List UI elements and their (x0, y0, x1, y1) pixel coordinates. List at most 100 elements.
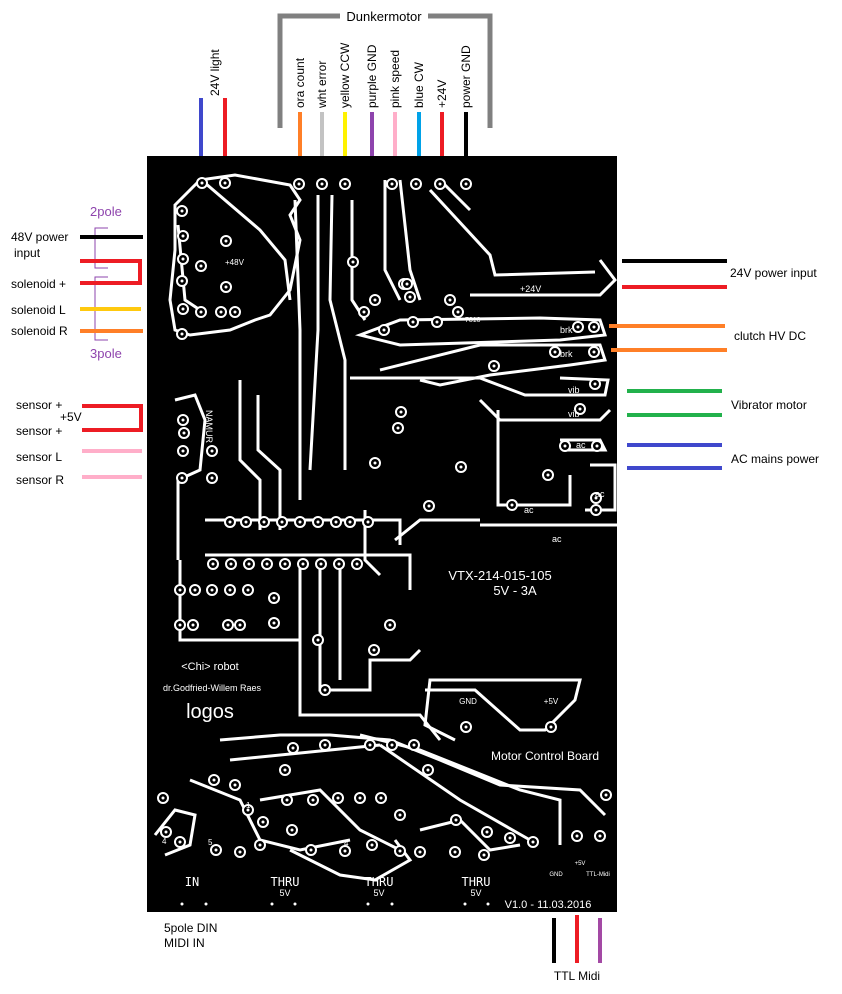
pcb-pad-hole (492, 364, 496, 368)
pcb-pad-hole (358, 796, 362, 800)
pin-5: 5 (208, 838, 213, 847)
pcb-pad-hole (351, 260, 355, 264)
label-clutch: clutch HV DC (734, 329, 806, 343)
din-in-label: IN (185, 875, 199, 889)
pcb-pad-hole (368, 743, 372, 747)
pcb-pad-hole (388, 623, 392, 627)
pcb-pad-hole (316, 638, 320, 642)
pcb-pad-hole (578, 407, 582, 411)
pcb-pad-hole (272, 596, 276, 600)
pcb-pad-hole (283, 562, 287, 566)
din-thru-1: THRU 5V (271, 875, 300, 898)
label-sensor-5v: +5V (60, 410, 82, 424)
label-ac-mains: AC mains power (731, 452, 819, 466)
pcb-pad-hole (219, 310, 223, 314)
pcb-pad-hole (448, 298, 452, 302)
pcb-pad-hole (164, 830, 168, 834)
pcb-pad-hole (485, 830, 489, 834)
pcb-pad-hole (373, 298, 377, 302)
pcb-pad-hole (320, 182, 324, 186)
light-label: 24V light (208, 49, 222, 96)
label-ac-3: ac (524, 505, 534, 515)
rating: 5V - 3A (493, 583, 537, 598)
pcb-pad-hole (594, 508, 598, 512)
label-48v: +48V (225, 258, 245, 267)
light-connector: 24V light (199, 49, 227, 156)
pcb-pad-hole (563, 444, 567, 448)
din-thru-2-sub: 5V (373, 888, 384, 898)
pcb-pad-hole (193, 588, 197, 592)
label-24v-power: 24V power input (730, 266, 817, 280)
ttl-5v-label: +5V (575, 861, 586, 867)
pcb-pad-hole (180, 279, 184, 283)
pcb-pad-hole (427, 504, 431, 508)
pcb-pad-hole (398, 813, 402, 817)
pcb-pad-hole (181, 418, 185, 422)
pcb-pad-hole (228, 520, 232, 524)
pcb-pad-hole (411, 320, 415, 324)
pcb-pad-hole (226, 623, 230, 627)
din-thru-2-label: THRU (365, 875, 394, 889)
pcb-pad-hole (414, 182, 418, 186)
pcb-pad-hole (210, 476, 214, 480)
part-number: VTX-214-015-105 (448, 568, 551, 583)
version: V1.0 - 11.03.2016 (505, 899, 592, 911)
din-thru-2: THRU 5V (365, 875, 394, 898)
pcb-pad-hole (323, 743, 327, 747)
pcb-pad-hole (595, 444, 599, 448)
pcb-pad-hole (291, 746, 295, 750)
pcb-pad-hole (323, 688, 327, 692)
pcb-pad-hole (233, 310, 237, 314)
pcb-pad-hole (549, 725, 553, 729)
label-48v-input: input (14, 246, 41, 260)
dunkermotor-title: Dunkermotor (346, 9, 422, 24)
pcb-pad-hole (181, 257, 185, 261)
label-ac-1: ac (576, 440, 586, 450)
pcb-pad-hole (459, 465, 463, 469)
pcb-pad-hole (233, 783, 237, 787)
pcb-pad-hole (297, 182, 301, 186)
pcb-pad-hole (180, 209, 184, 213)
pcb-pad-hole (309, 848, 313, 852)
dunker-wire-label: power GND (459, 45, 473, 108)
dunker-wire-label: pink speed (388, 50, 402, 108)
pcb-pad-hole (454, 818, 458, 822)
pcb-pad-hole (592, 325, 596, 329)
pcb-pad-hole (316, 520, 320, 524)
label-sensor-l: sensor L (16, 450, 62, 464)
label-48v-power: 48V power (11, 230, 68, 244)
pcb-pad-hole (598, 834, 602, 838)
dunker-wire-label: ora count (293, 57, 307, 108)
pcb-pad-hole (546, 473, 550, 477)
author: dr.Godfried-Willem Raes (163, 683, 262, 693)
label-vibrator: Vibrator motor (731, 398, 807, 412)
label-solenoid-r: solenoid R (11, 324, 68, 338)
pcb-pad-hole (576, 325, 580, 329)
pcb-pads (157, 177, 612, 861)
pcb-pad-hole (382, 328, 386, 332)
label-sensor-plus-2: sensor + (16, 424, 62, 438)
pcb-pad-hole (593, 382, 597, 386)
label-ac-4: ac (552, 534, 562, 544)
pcb-pad-hole (238, 623, 242, 627)
project-name: <Chi> robot (181, 661, 238, 673)
dunker-wire-label: purple GND (365, 44, 379, 108)
pin-4b: 4 (344, 839, 349, 848)
pcb-pad-hole (161, 796, 165, 800)
pcb-pad-hole (592, 350, 596, 354)
wire-sensor-5v-loop (82, 404, 143, 432)
pcb-pad-hole (191, 623, 195, 627)
pcb-pad-hole (372, 648, 376, 652)
pcb-pad-hole (311, 798, 315, 802)
pcb-pad-hole (510, 503, 514, 507)
pcb-pad-hole (262, 520, 266, 524)
pcb-pad-hole (343, 849, 347, 853)
pcb-pad-hole (355, 562, 359, 566)
pcb-pad-hole (390, 743, 394, 747)
pcb-pad-hole (280, 520, 284, 524)
pcb-pad-hole (178, 588, 182, 592)
pcb-pad-hole (319, 562, 323, 566)
pcb-pad-hole (531, 840, 535, 844)
